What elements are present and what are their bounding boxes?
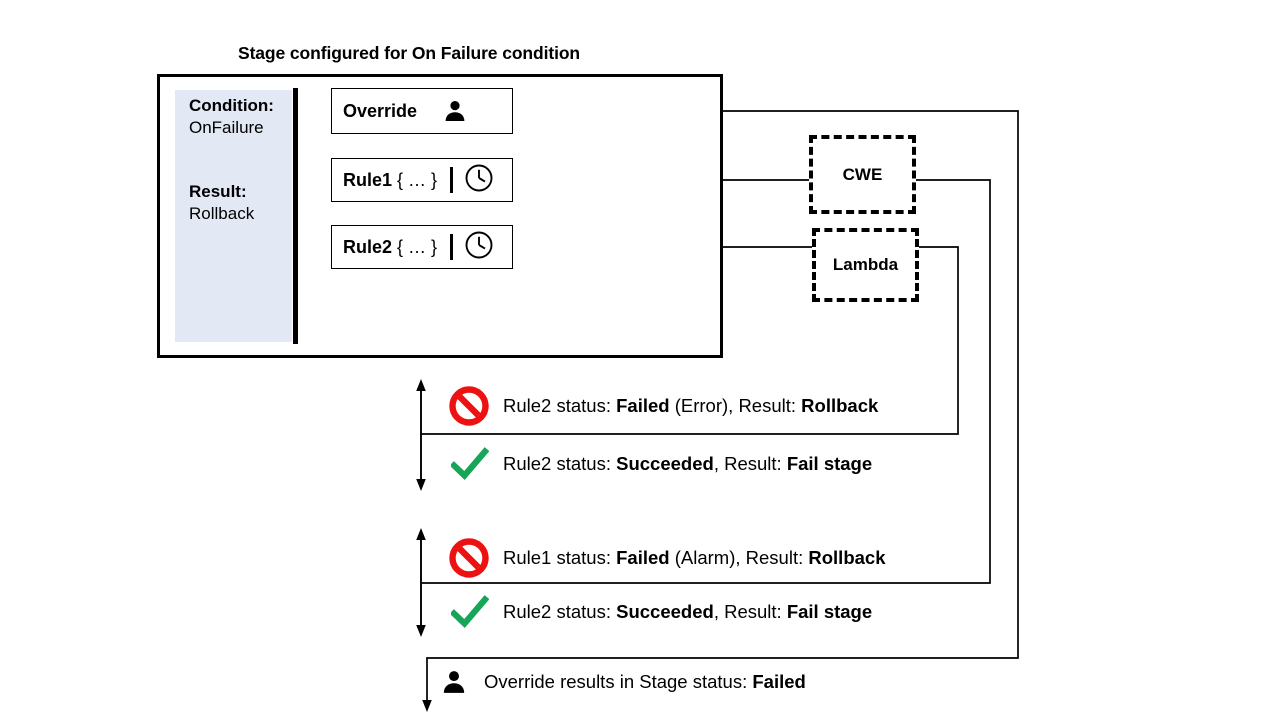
lambda-label: Lambda — [832, 255, 899, 274]
page-title: Stage configured for On Failure conditio… — [238, 43, 581, 63]
status-row: Rule2 status: Succeeded, Result: Fail st… — [451, 595, 872, 629]
rule2-braces: { … } — [397, 236, 438, 257]
check-icon — [451, 595, 489, 629]
service-box-cwe[interactable]: CWE — [809, 135, 916, 214]
status-text: Rule2 status: Succeeded, Result: Fail st… — [503, 601, 873, 622]
separator-bar — [450, 167, 453, 193]
status-row: Override results in Stage status: Failed — [441, 669, 806, 695]
clock-icon — [464, 230, 494, 265]
person-icon — [443, 99, 467, 123]
status-text: Rule2 status: Succeeded, Result: Fail st… — [503, 453, 873, 474]
condition-label: Condition: — [189, 96, 274, 115]
override-label: Override — [343, 100, 418, 121]
status-text: Override results in Stage status: Failed — [484, 671, 806, 692]
condition-value: OnFailure — [189, 118, 264, 137]
result-label: Result: — [189, 182, 247, 201]
service-box-lambda[interactable]: Lambda — [812, 228, 919, 302]
action-box-rule1[interactable]: Rule1 { … } — [331, 158, 513, 202]
panel-divider — [293, 88, 298, 344]
person-icon — [441, 669, 467, 695]
prohibited-icon — [449, 386, 489, 426]
rule1-braces: { … } — [397, 169, 438, 190]
result-value: Rollback — [189, 204, 255, 223]
status-row: Rule2 status: Succeeded, Result: Fail st… — [451, 447, 872, 481]
condition-result-panel: Condition: OnFailure Result: Rollback — [175, 90, 292, 342]
cwe-label: CWE — [842, 164, 883, 184]
prohibited-icon — [449, 538, 489, 578]
rule2-name: Rule2 — [343, 236, 393, 257]
status-row: Rule1 status: Failed (Alarm), Result: Ro… — [449, 538, 885, 578]
action-box-override[interactable]: Override — [331, 88, 513, 134]
status-text: Rule1 status: Failed (Alarm), Result: Ro… — [503, 547, 886, 568]
rule1-name: Rule1 — [343, 169, 393, 190]
status-text: Rule2 status: Failed (Error), Result: Ro… — [503, 395, 879, 416]
clock-icon — [464, 163, 494, 198]
check-icon — [451, 447, 489, 481]
status-row: Rule2 status: Failed (Error), Result: Ro… — [449, 386, 878, 426]
separator-bar — [450, 234, 453, 260]
action-box-rule2[interactable]: Rule2 { … } — [331, 225, 513, 269]
